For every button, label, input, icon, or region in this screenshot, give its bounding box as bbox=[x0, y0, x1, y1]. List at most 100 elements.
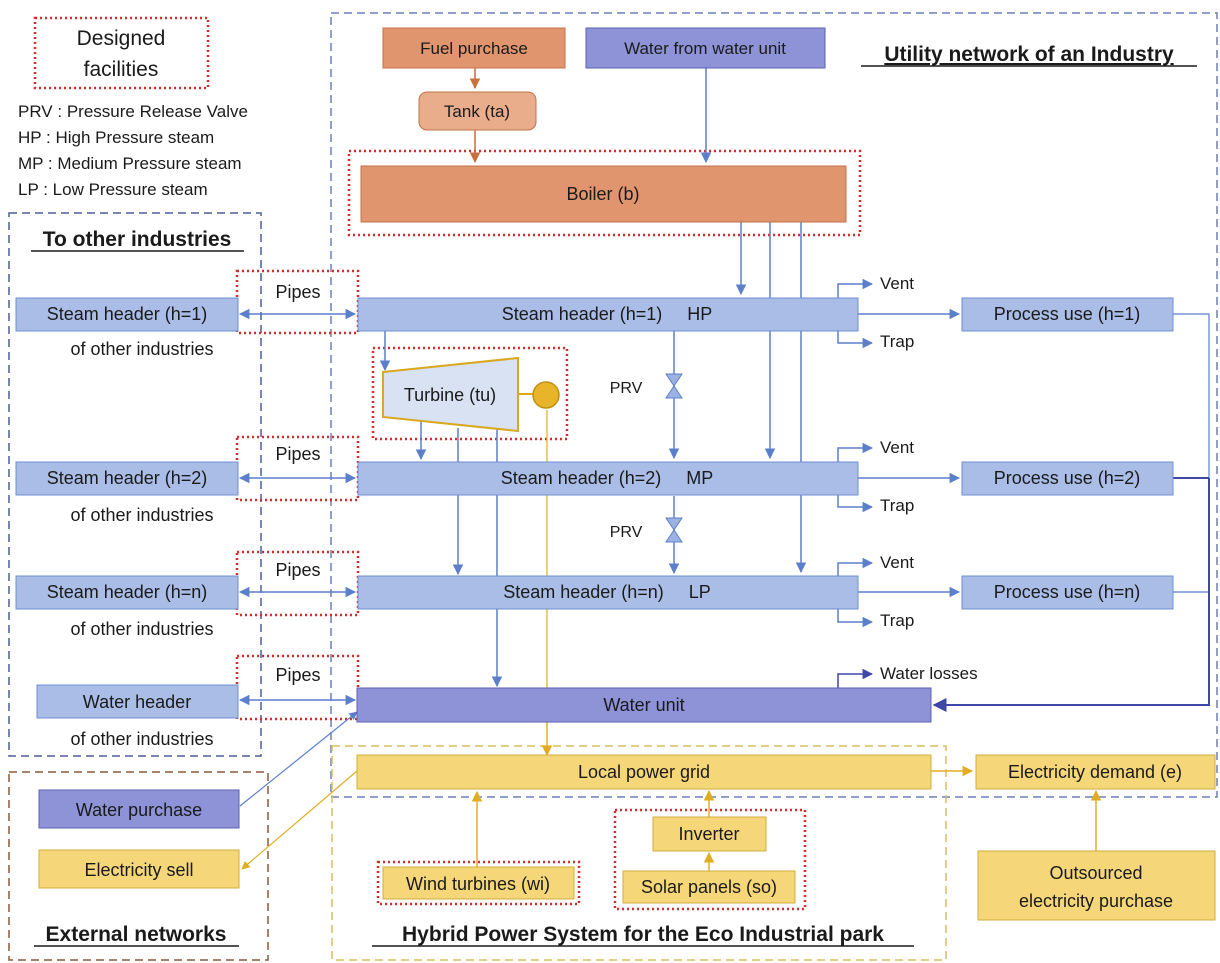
process-use-2 bbox=[961, 461, 1174, 496]
fuel-purchase-label: Fuel purchase bbox=[420, 39, 528, 58]
steam-header-lp-label: Steam header (h=n) LP bbox=[503, 582, 711, 602]
legend-prv: PRV : Pressure Release Valve bbox=[18, 102, 248, 121]
designed-solar bbox=[613, 808, 807, 911]
arrow-hp-vent bbox=[837, 278, 874, 300]
arrow-return-to-water-unit bbox=[932, 478, 1210, 712]
process-use-n bbox=[961, 575, 1174, 610]
designed-boiler bbox=[347, 149, 862, 237]
electricity-sell-label: Electricity sell bbox=[84, 860, 193, 880]
other-industries-caption-2: of other industries bbox=[70, 505, 213, 525]
arrow-hp-trap bbox=[837, 330, 874, 349]
legend-designed-box bbox=[33, 16, 210, 90]
electricity-demand-label: Electricity demand (e) bbox=[1008, 762, 1182, 782]
water-from-unit-label: Water from water unit bbox=[624, 39, 786, 58]
solar-panels-box bbox=[622, 870, 796, 904]
steam-header-mp bbox=[357, 461, 859, 496]
process-use-n-label: Process use (h=n) bbox=[994, 582, 1141, 602]
pipes-label-2: Pipes bbox=[275, 444, 320, 464]
fuel-purchase-box bbox=[382, 27, 566, 69]
water-unit-label: Water unit bbox=[603, 695, 684, 715]
designed-pipes-1 bbox=[235, 269, 360, 335]
turbine-label: Turbine (tu) bbox=[404, 385, 496, 405]
water-losses-label: Water losses bbox=[880, 664, 978, 683]
steam-header-mp-label: Steam header (h=2) MP bbox=[501, 468, 714, 488]
hybrid-power-title: Hybrid Power System for the Eco Industri… bbox=[402, 923, 884, 946]
prv-valve-2-icon bbox=[665, 517, 683, 543]
other-industries-caption-n: of other industries bbox=[70, 619, 213, 639]
outsourced-line-2: electricity purchase bbox=[1019, 891, 1173, 911]
process-use-2-label: Process use (h=2) bbox=[994, 468, 1141, 488]
legend-designed-line-2: facilities bbox=[84, 58, 159, 81]
prv-label-1: PRV bbox=[610, 380, 643, 397]
pipes-label-1: Pipes bbox=[275, 282, 320, 302]
tank-box bbox=[418, 91, 537, 131]
legend-hp: HP : High Pressure steam bbox=[18, 128, 214, 147]
line-return-process-1 bbox=[1173, 313, 1210, 705]
wind-turbines-box bbox=[382, 866, 575, 900]
water-purchase-box bbox=[38, 789, 240, 829]
trap-label-hp: Trap bbox=[880, 332, 914, 351]
vent-label-hp: Vent bbox=[880, 274, 914, 293]
external-networks-frame bbox=[8, 771, 269, 961]
inverter-box bbox=[652, 816, 767, 852]
boiler-box bbox=[360, 165, 847, 223]
other-steam-header-n bbox=[15, 575, 239, 610]
arrow-lp-vent bbox=[837, 557, 874, 577]
other-water-header bbox=[36, 684, 239, 719]
water-purchase-label: Water purchase bbox=[76, 800, 202, 820]
prv-label-2: PRV bbox=[610, 524, 643, 541]
utility-network-frame bbox=[330, 12, 1218, 798]
arrow-water-purchase bbox=[239, 711, 358, 807]
solar-panels-label: Solar panels (so) bbox=[641, 877, 777, 897]
other-steam-header-2 bbox=[15, 461, 239, 496]
arrow-lp-trap bbox=[837, 608, 874, 628]
prv-valve-1-icon bbox=[665, 373, 683, 399]
tank-label: Tank (ta) bbox=[444, 102, 510, 121]
pipes-label-n: Pipes bbox=[275, 560, 320, 580]
water-unit-box bbox=[356, 687, 932, 723]
steam-header-lp bbox=[357, 575, 859, 610]
electricity-demand-box bbox=[975, 754, 1216, 790]
other-industries-title: To other industries bbox=[43, 228, 232, 251]
steam-header-hp-label: Steam header (h=1) HP bbox=[502, 304, 713, 324]
vent-label-lp: Vent bbox=[880, 553, 914, 572]
hybrid-power-frame bbox=[331, 745, 947, 961]
local-power-grid-box bbox=[356, 754, 932, 790]
designed-turbine bbox=[371, 346, 569, 441]
process-use-1-label: Process use (h=1) bbox=[994, 304, 1141, 324]
process-use-1 bbox=[961, 297, 1174, 332]
inverter-label: Inverter bbox=[678, 824, 739, 844]
other-steam-header-1 bbox=[15, 297, 239, 332]
legend-mp: MP : Medium Pressure steam bbox=[18, 154, 242, 173]
trap-label-mp: Trap bbox=[880, 496, 914, 515]
designed-wind bbox=[376, 860, 581, 906]
outsourced-line-1: Outsourced bbox=[1049, 863, 1142, 883]
arrow-mp-trap bbox=[837, 494, 874, 513]
other-industries-caption-water: of other industries bbox=[70, 729, 213, 749]
arrow-mp-vent bbox=[837, 442, 874, 463]
pipes-label-water: Pipes bbox=[275, 665, 320, 685]
local-power-grid-label: Local power grid bbox=[578, 762, 710, 782]
arrow-water-losses bbox=[837, 668, 874, 688]
steam-header-hp bbox=[357, 297, 859, 332]
other-industries-frame bbox=[8, 212, 262, 757]
other-steam-header-1-label: Steam header (h=1) bbox=[47, 304, 208, 324]
boiler-label: Boiler (b) bbox=[566, 184, 639, 204]
legend-designed-line-1: Designed bbox=[77, 27, 166, 50]
turbine-shape bbox=[382, 356, 519, 433]
arrow-electricity-sell bbox=[241, 770, 358, 870]
generator-icon bbox=[532, 381, 560, 409]
water-from-unit-box bbox=[585, 27, 826, 69]
other-steam-header-2-label: Steam header (h=2) bbox=[47, 468, 208, 488]
external-networks-title: External networks bbox=[46, 923, 227, 946]
electricity-sell-box bbox=[38, 849, 240, 889]
utility-network-title: Utility network of an Industry bbox=[884, 43, 1174, 66]
vent-label-mp: Vent bbox=[880, 438, 914, 457]
legend-lp: LP : Low Pressure steam bbox=[18, 180, 208, 199]
other-water-header-label: Water header bbox=[83, 692, 191, 712]
outsourced-electricity-box bbox=[977, 850, 1216, 921]
other-steam-header-n-label: Steam header (h=n) bbox=[47, 582, 208, 602]
wind-turbines-label: Wind turbines (wi) bbox=[406, 874, 550, 894]
other-industries-caption-1: of other industries bbox=[70, 339, 213, 359]
